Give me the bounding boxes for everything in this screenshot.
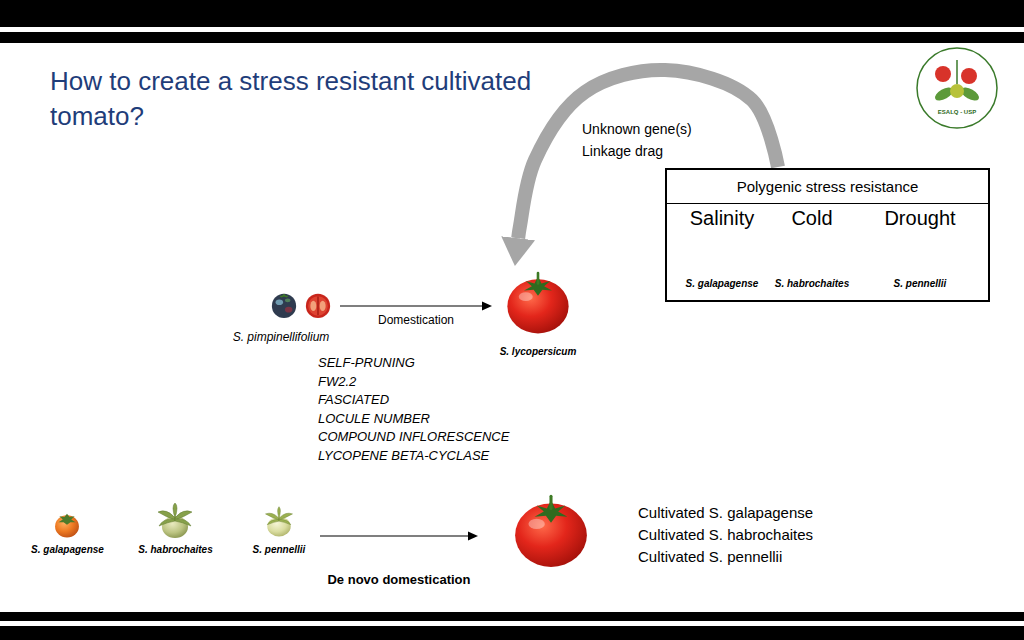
edge-label: Unknown gene(s) Linkage drag: [582, 118, 722, 162]
species-caption: S. habrochaites: [775, 278, 849, 290]
trait-column: Salinity S. galapagense: [672, 206, 772, 290]
species-caption: S. pennellii: [253, 544, 306, 556]
top-bar: [0, 32, 1024, 43]
label-slot: ESALQ - USP: [935, 109, 979, 116]
edge-label: De novo domestication: [325, 572, 472, 588]
species-figure: S. lycopersicum: [492, 266, 584, 358]
cultivated-species: Cultivated S. pennellii: [638, 546, 878, 568]
tomato-icon: [266, 507, 293, 537]
species-figure: S. habrochaites: [128, 506, 223, 556]
lab-logo: [917, 48, 997, 128]
logo-fruit: [950, 84, 964, 98]
tomato-icon: [158, 503, 192, 538]
logo-stem: [956, 60, 958, 84]
trait-name: Salinity: [690, 206, 754, 230]
edge-label-slot: Domestication: [376, 313, 456, 327]
title-slot: How to create a stress resistant cultiva…: [50, 64, 570, 134]
gene-name: SELF-PRUNING: [318, 355, 415, 371]
edge-label-slot: Unknown gene(s) Linkage drag: [582, 118, 722, 162]
label-slot: LOCULE NUMBER: [318, 411, 430, 427]
label-slot: FW2.2: [318, 374, 356, 390]
box-heading: Polygenic stress resistance: [667, 170, 988, 204]
stress-resistance-box: Polygenic stress resistanceSalinity S. ga…: [665, 168, 990, 302]
transfer-arrow: [518, 70, 778, 238]
tomato-icon: [55, 514, 79, 538]
slide-title: How to create a stress resistant cultiva…: [50, 64, 570, 134]
species-figure: S. pennellii: [238, 506, 320, 556]
species-caption: S. habrochaites: [138, 544, 212, 556]
bottom-bar: [0, 612, 1024, 621]
logo-ring: [917, 48, 997, 128]
tomato-section: [306, 294, 330, 318]
bottom-bar: [0, 626, 1024, 640]
gene-name: LOCULE NUMBER: [318, 411, 430, 427]
gene-name: LYCOPENE BETA-CYCLASE: [318, 448, 489, 464]
species-figure: S. galapagense: [20, 506, 115, 556]
tomato-icon: [507, 273, 568, 333]
logo-fruit: [961, 68, 977, 84]
connector-arrow: [340, 305, 482, 306]
logo-text: ESALQ - USP: [935, 109, 979, 116]
cultivated-species: Cultivated S. galapagense: [638, 502, 878, 524]
species-caption: S. lycopersicum: [500, 346, 577, 358]
logo-fruit: [935, 66, 951, 82]
label-slot: COMPOUND INFLORESCENCE: [318, 429, 509, 445]
gene-name: COMPOUND INFLORESCENCE: [318, 429, 509, 445]
edge-label-slot: De novo domestication: [325, 572, 472, 588]
top-bar: [0, 0, 1024, 27]
gene-name: FASCIATED: [318, 392, 389, 408]
label-slot: LYCOPENE BETA-CYCLASE: [318, 448, 489, 464]
trait-column: Cold S. habrochaites: [762, 206, 862, 290]
trait-name: Drought: [884, 206, 955, 230]
tomato-icon: [515, 496, 587, 567]
species-caption: S. pimpinellifolium: [233, 330, 330, 344]
species-caption: S. galapagense: [31, 544, 104, 556]
species-caption: S. galapagense: [686, 278, 759, 290]
cultivated-species: Cultivated S. habrochaites: [638, 524, 878, 546]
species-figure: S. pimpinellifolium: [222, 288, 340, 344]
label-slot: FASCIATED: [318, 392, 389, 408]
edge-label: Domestication: [376, 313, 456, 327]
gene-name: FW2.2: [318, 374, 356, 390]
label-slot: SELF-PRUNING: [318, 355, 415, 371]
cultivated-figure: Cultivated S. galapagenseCultivated S. h…: [478, 485, 878, 580]
connector-arrow: [320, 535, 468, 536]
species-caption: S. pennellii: [894, 278, 947, 290]
tomato-section: [272, 294, 296, 318]
trait-column: Drought S. pennellii: [867, 206, 973, 290]
trait-name: Cold: [791, 206, 832, 230]
